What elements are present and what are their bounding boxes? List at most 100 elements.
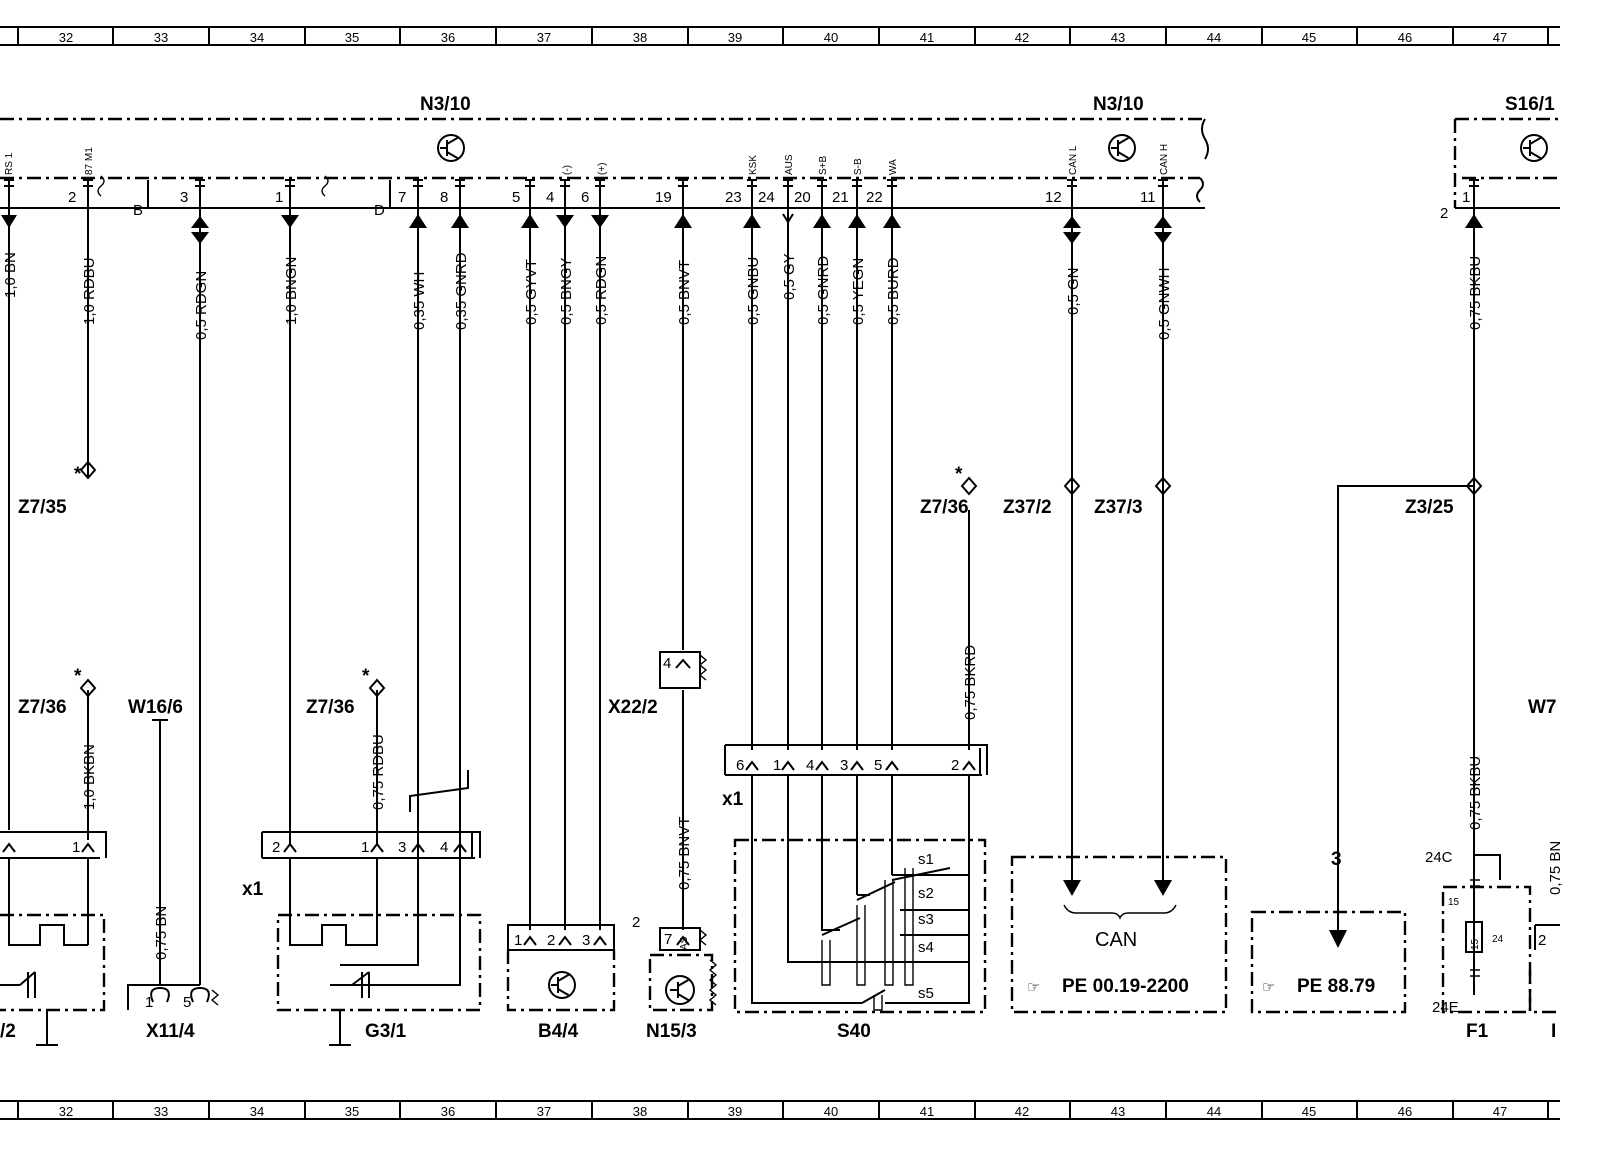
transistor-icon — [548, 971, 576, 999]
grid-col: 37 — [537, 1104, 551, 1119]
grid-ruler-top: 32 33 34 35 36 37 38 39 40 41 42 43 44 4… — [0, 26, 1560, 46]
pin-number: 1 — [773, 757, 781, 774]
component-label: N15/3 — [646, 1021, 697, 1042]
component-label-n3-10: N3/10 — [1093, 94, 1144, 115]
connector-label: x1 — [242, 879, 264, 900]
fuse-label: 24E — [1432, 999, 1459, 1016]
wire-label: 0,75 BKBU — [1467, 256, 1484, 330]
wires — [8, 180, 1475, 985]
can-bus-reference: CAN ☞ PE 00.19-2200 — [1010, 855, 1228, 1014]
pin-function: KSK — [748, 155, 759, 175]
grid-col: 45 — [1302, 1104, 1316, 1119]
sensor-b4-4: 1 2 3 B4/4 — [506, 924, 616, 1042]
wire-label: 0,5 GNRD — [815, 256, 832, 325]
wire-arrows-open — [79, 213, 1483, 698]
grid-col: 33 — [154, 1104, 168, 1119]
grid-col: 47 — [1493, 1104, 1507, 1119]
splice-label: Z37/3 — [1094, 497, 1143, 518]
pin-number: 19 — [655, 189, 672, 206]
wire-label: 0,75 BN — [153, 906, 170, 960]
connector-w7-partial: 2 I — [1528, 924, 1560, 1042]
module-n15-3: 2 7 N15/3 — [632, 914, 718, 1042]
pin-number: 4 — [546, 189, 554, 206]
wire-label: 1,0 BKBN — [81, 744, 98, 810]
page-reference: PE 88.79 — [1297, 976, 1375, 997]
pin-number: 11 — [1140, 189, 1156, 206]
wire-label: 1,0 BN — [2, 252, 19, 298]
pin-function-labels: RS 1 87 M1 KSK AUS S+B S-B WA CAN L CAN … — [4, 144, 1170, 950]
splice-star: * — [955, 464, 963, 485]
grid-col: 38 — [633, 30, 647, 45]
pin-number: 3 — [840, 757, 848, 774]
wire-label: 0,5 BNVT — [676, 260, 693, 325]
pin-number: 21 — [832, 189, 849, 206]
pin-function: AS — [679, 936, 690, 950]
wire-label: 0,35 GNRD — [453, 252, 470, 330]
grid-col: 45 — [1302, 30, 1316, 45]
grid-col: 32 — [59, 1104, 73, 1119]
pin-number: 23 — [725, 189, 742, 206]
wire-labels: 1,0 BN 1,0 RDBU 0,5 RDGN 1,0 BNGN 0,35 W… — [2, 252, 1564, 960]
pin-number: 2 — [272, 839, 280, 856]
grid-col: 36 — [441, 30, 455, 45]
transistor-icon — [1520, 134, 1548, 162]
splice-label: Z7/36 — [18, 697, 67, 718]
wire-label: 0,5 GNWH — [1156, 267, 1173, 340]
splice-label: Z7/35 — [18, 497, 67, 518]
pin-number: 22 — [866, 189, 883, 206]
pin-number: 5 — [512, 189, 520, 206]
pin-function: (-) — [562, 165, 573, 175]
connector-label-d: D — [374, 202, 385, 219]
grid-col: 41 — [920, 1104, 934, 1119]
wire-label: 0,75 BNVT — [676, 817, 693, 890]
grid-col: 47 — [1493, 30, 1507, 45]
reference-box: 3 ☞ PE 88.79 — [1250, 849, 1407, 1014]
grid-col: 34 — [250, 1104, 264, 1119]
switch-contact-label: s3 — [918, 911, 934, 928]
switch-contact-label: s4 — [918, 939, 934, 956]
switch-contact-label: s2 — [918, 885, 934, 902]
pin-number: 1 — [72, 839, 80, 856]
wire-label: 0,5 YEGN — [850, 258, 867, 325]
grid-col: 42 — [1015, 30, 1029, 45]
pointing-hand-icon: ☞ — [1262, 979, 1275, 996]
splice-label: W7 — [1528, 697, 1557, 718]
pin-number: 1 — [1462, 189, 1470, 206]
fuse-pin: 24 — [1492, 934, 1504, 945]
grid-col: 33 — [154, 30, 168, 45]
component-label: B4/4 — [538, 1021, 579, 1042]
pin-number: 7 — [398, 189, 406, 206]
pin-number: 7 — [664, 931, 672, 948]
splice-label: Z7/36 — [920, 497, 969, 518]
sensor-g3-1: 2 1 3 4 x1 G3/1 — [242, 770, 482, 1046]
splice-label: Z7/36 — [306, 697, 355, 718]
grid-ruler-bottom: 32 33 34 35 36 37 38 39 40 41 42 43 44 4… — [0, 1100, 1560, 1120]
component-label: X11/4 — [146, 1021, 195, 1042]
grid-col: 40 — [824, 30, 838, 45]
wire-arrows — [1, 214, 1483, 948]
splice-label: Z37/2 — [1003, 497, 1052, 518]
pin-number: 1 — [361, 839, 369, 856]
grid-col: 44 — [1207, 1104, 1221, 1119]
pin-function: AUS — [784, 154, 795, 175]
pin-stubs — [4, 179, 1479, 187]
fuse-label: 24C — [1425, 849, 1453, 866]
grid-col: 32 — [59, 30, 73, 45]
grid-col: 36 — [441, 1104, 455, 1119]
splice-labels: Z7/35 * Z7/36 * Z37/2 Z37/3 Z3/25 Z7/36 … — [18, 464, 1557, 718]
pin-number: 2 — [68, 189, 76, 206]
pin-number: 2 — [1440, 205, 1448, 222]
pin-number: 6 — [581, 189, 589, 206]
pin-number: 8 — [440, 189, 448, 206]
pin-numbers: 2 3 1 7 8 5 4 6 19 23 24 20 21 22 12 11 … — [68, 189, 1470, 222]
pin-number: 1 — [145, 994, 153, 1011]
wire-label: 0,5 BNGY — [558, 257, 575, 325]
pin-number: 24 — [758, 189, 775, 206]
splice-label: X22/2 — [608, 697, 658, 718]
grid-col: 39 — [728, 1104, 742, 1119]
pin-number: 4 — [440, 839, 448, 856]
pin-number: 3 — [180, 189, 188, 206]
grid-col: 34 — [250, 30, 264, 45]
pin-number: 3 — [398, 839, 406, 856]
